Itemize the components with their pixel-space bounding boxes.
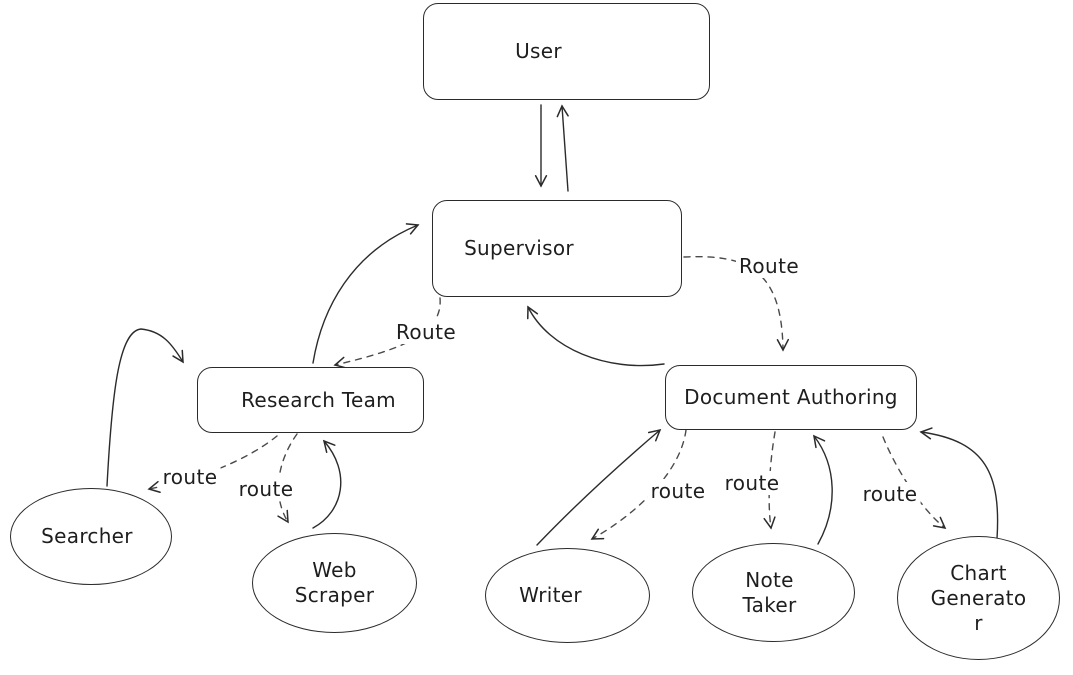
- node-research-team-label: Research Team: [241, 387, 396, 412]
- node-document-authoring-label: Document Authoring: [684, 385, 898, 409]
- node-research-team: Research Team: [197, 367, 424, 433]
- node-writer: Writer: [485, 548, 650, 643]
- edge-supervisor-to-user: [556, 104, 569, 192]
- edge-document-authoring-to-writer: [590, 429, 687, 540]
- edge-writer-to-document-authoring: [536, 428, 662, 546]
- edge-note-taker-to-document-authoring: [813, 434, 833, 545]
- node-web-scraper: Web Scraper: [252, 533, 417, 633]
- edge-label-research-team-to-searcher: route: [159, 465, 221, 489]
- node-searcher-label: Searcher: [41, 524, 133, 548]
- node-user-label: User: [515, 39, 562, 63]
- node-chart-generator: Chart Generato r: [897, 536, 1060, 660]
- node-document-authoring: Document Authoring: [665, 365, 917, 430]
- node-chart-generator-label: Chart Generato r: [930, 560, 1027, 635]
- edge-label-document-authoring-to-writer: route: [647, 479, 709, 503]
- node-writer-label: Writer: [519, 583, 582, 607]
- edge-label-supervisor-to-research-team: Route: [392, 320, 460, 344]
- node-note-taker: Note Taker: [692, 543, 855, 642]
- edge-research-team-to-supervisor: [312, 223, 420, 364]
- node-note-taker-label: Note Taker: [742, 567, 797, 617]
- edge-document-authoring-to-supervisor: [527, 305, 665, 367]
- edge-label-supervisor-to-document-authoring: Route: [735, 254, 803, 278]
- edge-label-document-authoring-to-note-taker: route: [721, 471, 783, 495]
- node-web-scraper-label: Web Scraper: [294, 558, 375, 607]
- node-user: User: [423, 3, 710, 100]
- node-supervisor-label: Supervisor: [464, 236, 574, 260]
- edge-web-scraper-to-research-team: [312, 439, 342, 529]
- edge-document-authoring-to-chart-generator: [882, 436, 947, 530]
- node-searcher: Searcher: [10, 488, 172, 585]
- edge-chart-generator-to-document-authoring: [919, 427, 999, 540]
- edge-label-research-team-to-web-scraper: route: [235, 477, 297, 501]
- edge-label-document-authoring-to-chart-generator: route: [859, 482, 921, 506]
- node-supervisor: Supervisor: [432, 200, 682, 297]
- edge-searcher-to-research-team: [106, 328, 184, 487]
